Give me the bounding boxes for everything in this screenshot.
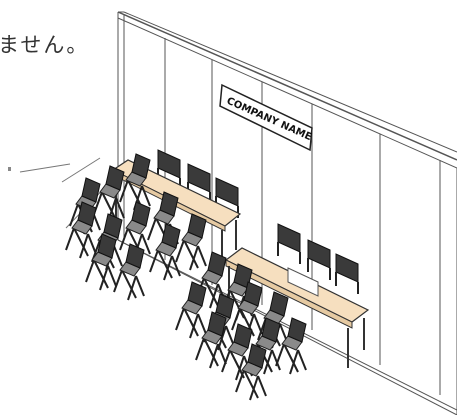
caption-text: ません。 bbox=[0, 33, 90, 57]
presenter-table-2 bbox=[224, 247, 370, 368]
floor-marker bbox=[8, 167, 11, 171]
